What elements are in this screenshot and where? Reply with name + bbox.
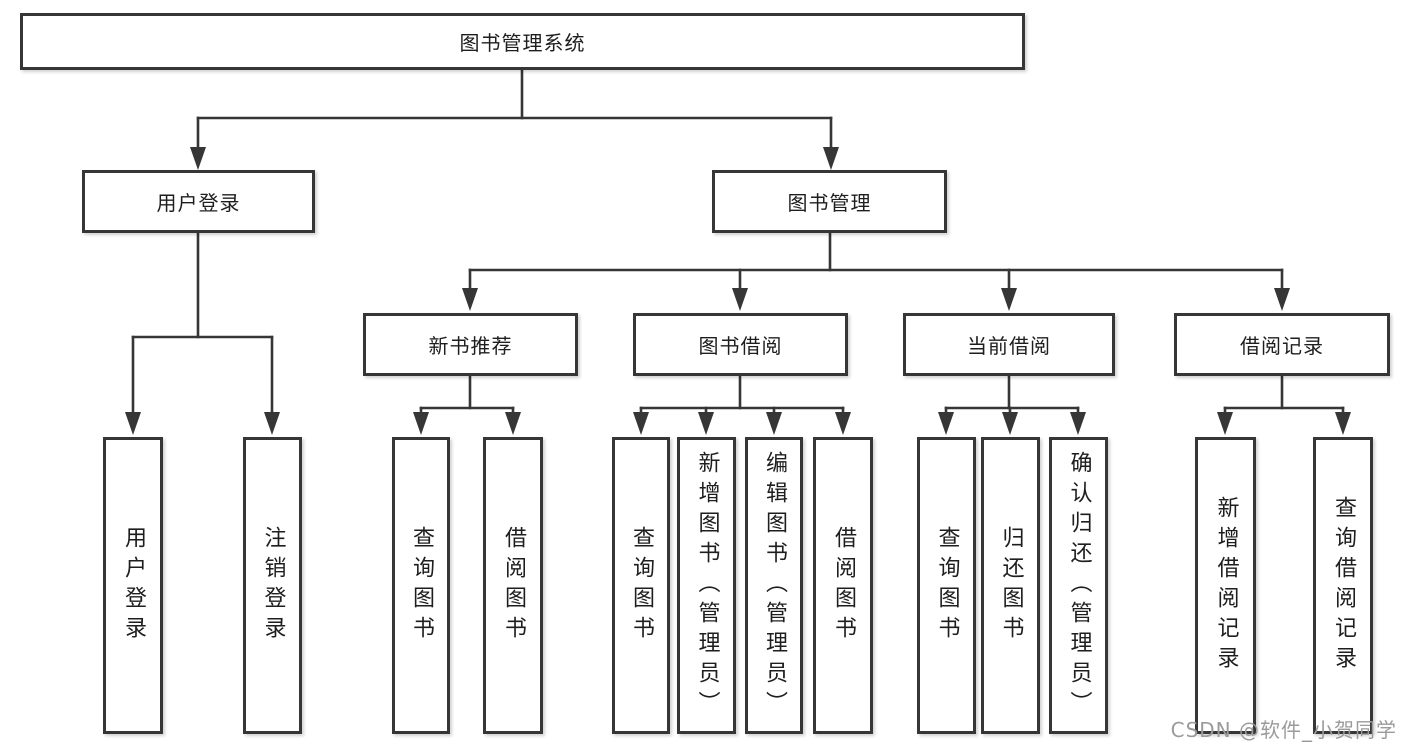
node-book-management: 图书管理 (712, 170, 947, 233)
leaf-borrow-add-books-admin: 新增图书（管理员） (677, 437, 736, 734)
node-label: 图书管理系统 (459, 31, 586, 55)
node-label: 新书推荐 (428, 334, 513, 358)
leaf-label: 借阅图书 (831, 525, 856, 646)
leaf-label: 借阅图书 (501, 525, 526, 646)
leaf-user-login: 用户登录 (103, 437, 163, 734)
node-label: 用户登录 (156, 191, 241, 215)
node-label: 当前借阅 (967, 334, 1051, 358)
leaf-label: 新增图书（管理员） (694, 450, 720, 721)
leaf-current-return-books: 归还图书 (981, 437, 1040, 734)
node-label: 借阅记录 (1240, 334, 1324, 358)
leaf-record-query-borrow-record: 查询借阅记录 (1313, 437, 1373, 734)
node-borrowing-records: 借阅记录 (1174, 313, 1390, 376)
node-current-borrowing: 当前借阅 (903, 313, 1115, 376)
node-user-login: 用户登录 (82, 170, 315, 233)
leaf-label: 确认归还（管理员） (1066, 450, 1092, 721)
leaf-borrow-borrow-books: 借阅图书 (813, 437, 873, 734)
node-library-management-system: 图书管理系统 (20, 13, 1025, 70)
leaf-label: 查询图书 (409, 525, 434, 646)
leaf-logout: 注销登录 (243, 437, 302, 734)
leaf-label: 查询图书 (629, 525, 654, 646)
leaf-label: 归还图书 (998, 525, 1024, 646)
node-new-book-recommend: 新书推荐 (363, 313, 578, 376)
node-label: 图书借阅 (698, 334, 783, 358)
leaf-label: 查询图书 (934, 525, 960, 646)
leaf-borrow-edit-books-admin: 编辑图书（管理员） (745, 437, 803, 734)
leaf-current-confirm-return-admin: 确认归还（管理员） (1049, 437, 1108, 734)
node-book-borrowing: 图书借阅 (633, 313, 848, 376)
leaf-label: 用户登录 (121, 525, 146, 646)
leaf-newbook-query-books: 查询图书 (392, 437, 450, 734)
leaf-borrow-query-books: 查询图书 (612, 437, 670, 734)
leaf-current-query-books: 查询图书 (917, 437, 976, 734)
csdn-watermark: CSDN @软件_小贺同学 (1170, 718, 1397, 742)
node-label: 图书管理 (787, 191, 872, 215)
leaf-label: 新增借阅记录 (1213, 495, 1239, 676)
leaf-label: 查询借阅记录 (1331, 495, 1356, 676)
leaf-label: 编辑图书（管理员） (762, 450, 787, 721)
leaf-newbook-borrow-books: 借阅图书 (483, 437, 543, 734)
arrowheads (125, 147, 1351, 435)
leaf-label: 注销登录 (260, 525, 286, 646)
leaf-record-add-borrow-record: 新增借阅记录 (1195, 437, 1256, 734)
